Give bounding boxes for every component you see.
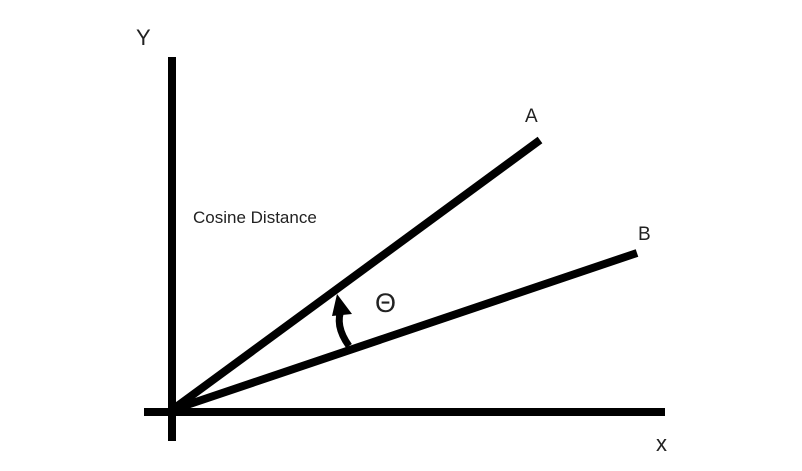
y-axis-label: Y — [136, 25, 151, 50]
diagram-title: Cosine Distance — [193, 208, 317, 227]
vector-a — [169, 136, 543, 414]
vector-a-label: A — [525, 106, 538, 127]
angle-arrowhead — [332, 294, 352, 316]
vector-b-label: B — [638, 224, 651, 245]
vector-b — [170, 249, 639, 414]
x-axis-label: x — [656, 431, 667, 456]
angle-theta-label: Θ — [375, 288, 396, 318]
